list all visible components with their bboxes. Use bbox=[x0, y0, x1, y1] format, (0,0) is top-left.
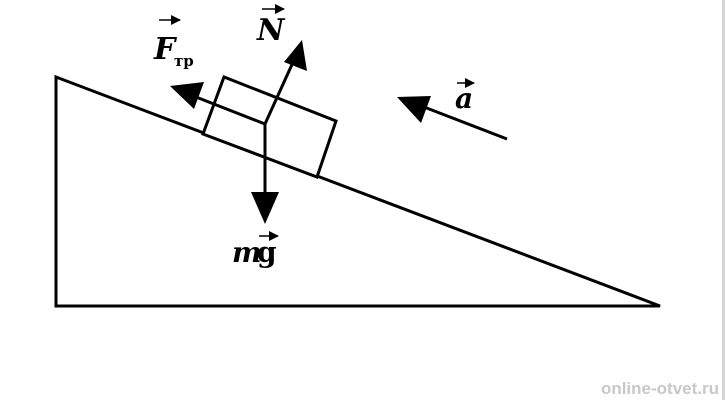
friction-arrow-shaft bbox=[195, 95, 266, 126]
acceleration-arrow-shaft bbox=[423, 105, 508, 141]
friction-label-subscript: тр bbox=[174, 52, 194, 70]
right-border bbox=[722, 0, 725, 400]
acceleration-arrow-head bbox=[397, 96, 431, 123]
normal-label: N bbox=[256, 4, 286, 48]
friction-arrow-head bbox=[170, 82, 204, 109]
normal-label-text: N bbox=[256, 13, 286, 48]
friction-label-main: F bbox=[153, 32, 178, 67]
block bbox=[201, 75, 338, 179]
watermark: online-otvet.ru bbox=[601, 379, 719, 398]
normal-arrow-shaft bbox=[263, 59, 296, 125]
gravity-label-g: g bbox=[257, 236, 277, 269]
inclined-plane bbox=[54, 74, 661, 308]
acceleration-label: a bbox=[455, 78, 475, 115]
gravity-label-m: m bbox=[232, 236, 262, 269]
normal-arrow-head bbox=[284, 40, 307, 71]
gravity-arrow-head bbox=[251, 192, 279, 224]
acceleration-label-text: a bbox=[455, 82, 473, 115]
gravity-label: m g bbox=[232, 231, 279, 269]
friction-label: F тр bbox=[153, 15, 194, 70]
